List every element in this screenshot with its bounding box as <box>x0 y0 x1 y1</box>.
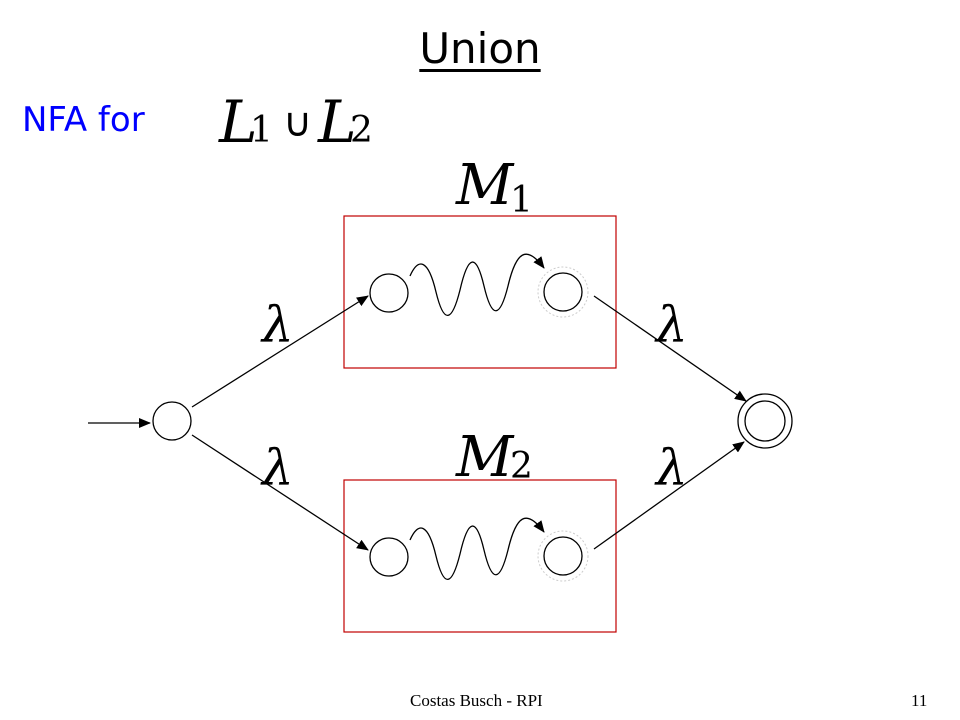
expression-union-symbol: ∪ <box>283 100 312 146</box>
machine-m1-box <box>343 215 617 369</box>
transition-start-to-m1 <box>191 295 369 408</box>
lambda-label-start-m1: λ <box>260 296 294 354</box>
expression-l2-letter: L <box>317 88 357 156</box>
m2-initial-state <box>369 537 409 577</box>
machine-m1-subscript: 1 <box>510 180 533 221</box>
m1-path-squiggle <box>409 253 545 316</box>
subtitle-prefix: NFA for <box>22 100 145 140</box>
transition-start-to-m2 <box>191 434 369 551</box>
final-state-outer <box>737 393 793 449</box>
m1-initial-state <box>369 273 409 313</box>
transition-m2-to-final <box>593 441 745 550</box>
machine-m2-letter: M <box>455 425 515 490</box>
final-state-inner <box>744 400 786 442</box>
m2-path-squiggle <box>409 517 545 580</box>
machine-m1-letter: M <box>455 153 515 218</box>
m2-final-state-ring <box>537 530 589 582</box>
start-state <box>152 401 192 441</box>
union-expression: L 1 ∪ L 2 <box>218 88 373 156</box>
footer-page-number: 11 <box>911 691 928 710</box>
expression-l1-letter: L <box>218 88 258 156</box>
m2-final-state <box>543 536 583 576</box>
lambda-label-m1-final: λ <box>654 296 688 354</box>
machine-m2-box <box>343 479 617 633</box>
lambda-label-m2-final: λ <box>654 439 688 497</box>
machine-m2-subscript: 2 <box>510 446 533 487</box>
expression-l2-subscript: 2 <box>350 110 373 151</box>
m1-final-state <box>543 272 583 312</box>
footer-author: Costas Busch - RPI <box>410 691 543 710</box>
transition-m1-to-final <box>593 295 747 402</box>
m1-final-state-ring <box>537 266 589 318</box>
expression-l1-subscript: 1 <box>250 110 273 151</box>
slide-title: Union <box>419 24 541 73</box>
lambda-label-start-m2: λ <box>260 439 294 497</box>
